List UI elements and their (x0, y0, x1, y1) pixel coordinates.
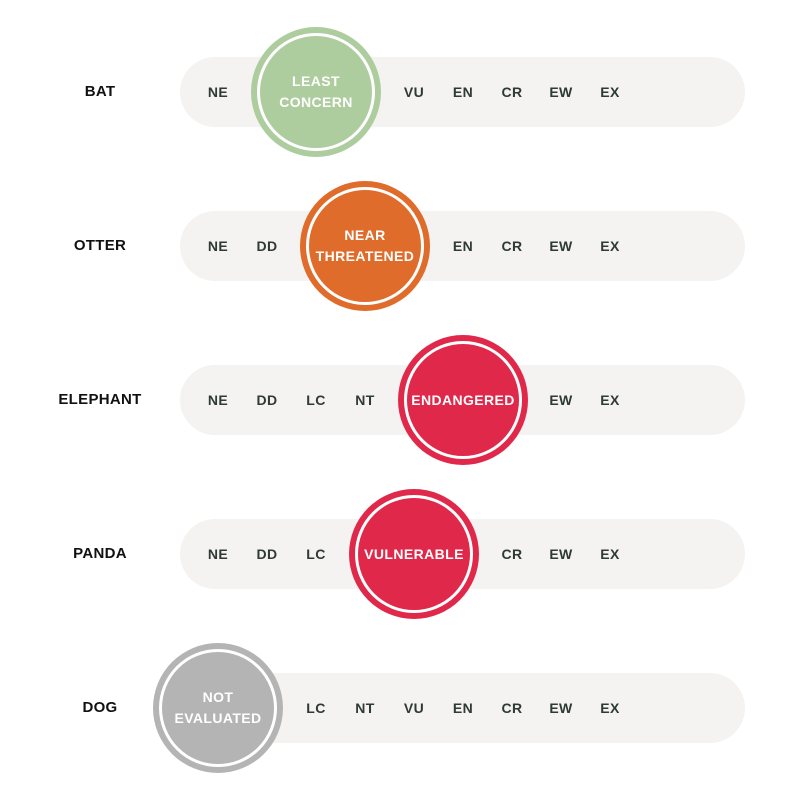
status-badge: NEAR THREATENED (300, 181, 430, 311)
status-badge-label: LEAST CONCERN (257, 33, 375, 151)
status-code-cr: CR (501, 700, 523, 716)
status-code-vu: VU (403, 84, 425, 100)
status-code-ex: EX (600, 84, 620, 100)
status-code-ew: EW (549, 546, 573, 562)
status-code-lc: LC (306, 392, 326, 408)
animal-name: DOG (82, 699, 118, 716)
status-track: NEDDLCNTENCREWEXVULNERABLE (180, 489, 745, 619)
status-code-dd: DD (256, 546, 278, 562)
status-row: ELEPHANTNEDDLCNTVUCREWEXENDANGERED (0, 335, 800, 465)
status-code-cr: CR (501, 84, 523, 100)
status-code-ne: NE (207, 392, 229, 408)
status-code-dd: DD (256, 392, 278, 408)
status-code-en: EN (452, 238, 474, 254)
status-badge-label: NEAR THREATENED (306, 187, 424, 305)
animal-name: PANDA (73, 545, 127, 562)
status-code-dd: DD (256, 238, 278, 254)
status-row: PANDANEDDLCNTENCREWEXVULNERABLE (0, 489, 800, 619)
animal-name: OTTER (73, 237, 127, 254)
status-code-ew: EW (549, 392, 573, 408)
status-track: NEDDLCVUENCREWEXNEAR THREATENED (180, 181, 745, 311)
status-code-lc: LC (306, 700, 326, 716)
status-badge: NOT EVALUATED (153, 643, 283, 773)
status-badge-label: VULNERABLE (355, 495, 473, 613)
status-row: OTTERNEDDLCVUENCREWEXNEAR THREATENED (0, 181, 800, 311)
status-code-cr: CR (501, 546, 523, 562)
status-code-ew: EW (549, 700, 573, 716)
status-code-ex: EX (600, 238, 620, 254)
status-code-ex: EX (600, 546, 620, 562)
animal-name: ELEPHANT (58, 391, 142, 408)
status-code-vu: VU (403, 700, 425, 716)
status-code-en: EN (452, 700, 474, 716)
animal-name: BAT (84, 83, 116, 100)
status-code-ne: NE (207, 238, 229, 254)
status-track: NEDDNTVUENCREWEXLEAST CONCERN (180, 27, 745, 157)
status-code-cr: CR (501, 238, 523, 254)
status-code-ne: NE (207, 84, 229, 100)
status-badge: LEAST CONCERN (251, 27, 381, 157)
status-row: DOGDDLCNTVUENCREWEXNOT EVALUATED (0, 643, 800, 773)
status-code-en: EN (452, 84, 474, 100)
status-code-ew: EW (549, 238, 573, 254)
status-code-ew: EW (549, 84, 573, 100)
status-row: BATNEDDNTVUENCREWEXLEAST CONCERN (0, 27, 800, 157)
status-code-ex: EX (600, 392, 620, 408)
status-code-lc: LC (306, 546, 326, 562)
status-track: DDLCNTVUENCREWEXNOT EVALUATED (153, 643, 745, 773)
status-badge-label: ENDANGERED (404, 341, 522, 459)
status-code-nt: NT (355, 700, 375, 716)
status-badge: VULNERABLE (349, 489, 479, 619)
status-code-ex: EX (600, 700, 620, 716)
status-track: NEDDLCNTVUCREWEXENDANGERED (180, 335, 745, 465)
status-badge: ENDANGERED (398, 335, 528, 465)
status-code-ne: NE (207, 546, 229, 562)
status-badge-label: NOT EVALUATED (159, 649, 277, 767)
status-code-nt: NT (355, 392, 375, 408)
